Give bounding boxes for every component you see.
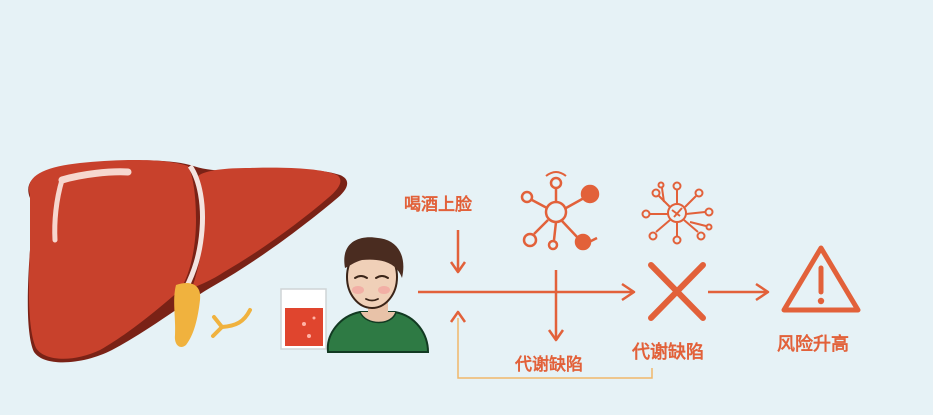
label-metabolic-defect-lower: 代谢缺陷 <box>515 355 583 375</box>
glass-icon <box>280 288 327 350</box>
curved-arrow-icon <box>211 308 252 338</box>
feedback-arrow-head <box>449 310 467 323</box>
label-drinking-flush: 喝酒上脸 <box>404 195 472 215</box>
gallbladder-shape <box>174 282 201 347</box>
molecule-cluster-icon <box>641 181 714 245</box>
warning-icon <box>781 245 861 313</box>
label-risk-increase: 风险升高 <box>777 334 849 355</box>
liver-icon <box>27 159 348 363</box>
molecule-icon <box>520 171 600 251</box>
label-metabolic-defect-right: 代谢缺陷 <box>632 342 704 363</box>
cross-icon <box>648 262 706 321</box>
feedback-loop-line <box>457 318 653 379</box>
person-icon <box>326 237 430 353</box>
flow-arrows <box>418 230 770 342</box>
